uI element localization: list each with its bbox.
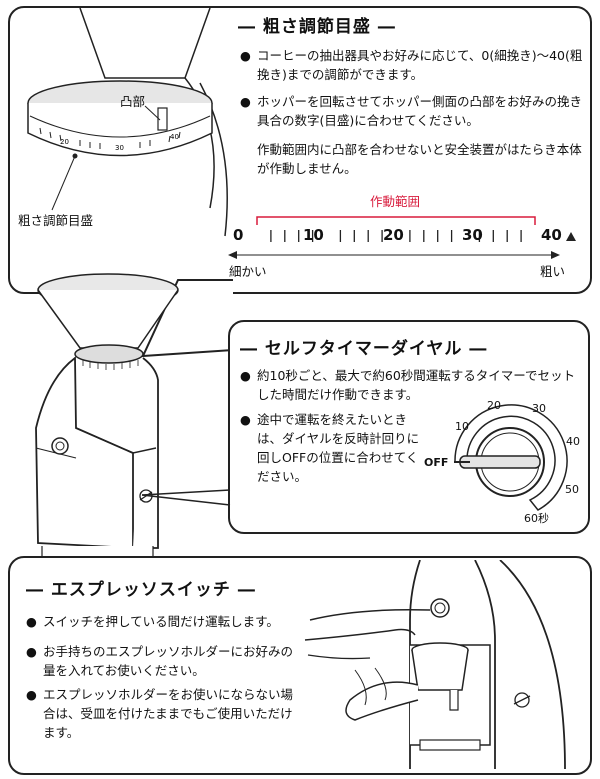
scale-callout-label: 粗さ調節目盛: [18, 213, 94, 228]
ring-number-40: 40: [170, 133, 179, 141]
ring-number-30: 30: [115, 144, 124, 152]
bullet-dot: ●: [26, 644, 37, 659]
timer-dial: [454, 404, 568, 511]
scale-label-30: 30: [462, 226, 483, 244]
bullet-dot: ●: [26, 687, 37, 702]
grind-bullet-2: ● ホッパーを回転させてホッパー側面の凸部をお好みの挽き具合の数字(目盛)に合わ…: [240, 92, 585, 130]
coarse-label: 粗い: [540, 264, 566, 279]
operating-range-label: 作動範囲: [370, 194, 421, 209]
bullet-dot: ●: [240, 48, 251, 63]
bullet-dot: ●: [26, 614, 37, 629]
espresso-bullet-3-text: エスプレッソホルダーをお使いにならない場合は、受皿を付けたままでもご使用いただけ…: [43, 687, 294, 740]
bullet-dot: ●: [240, 412, 251, 427]
ring-number-20: 20: [60, 138, 69, 146]
espresso-bullet-1: ● スイッチを押している間だけ運転します。: [26, 612, 304, 631]
grind-bullet-2-text: ホッパーを回転させてホッパー側面の凸部をお好みの挽き具合の数字(目盛)に合わせて…: [257, 94, 583, 128]
espresso-bullet-3: ● エスプレッソホルダーをお使いにならない場合は、受皿を付けたままでもご使用いた…: [26, 685, 304, 742]
timer-bullet-1-text: 約10秒ごと、最大で約60秒間運転するタイマーでセットした時間だけ作動できます。: [257, 368, 576, 402]
dial-label-30: 30: [532, 402, 546, 415]
scale-label-10: 10: [303, 226, 324, 244]
espresso-bullet-2: ● お手持ちのエスプレッソホルダーにお好みの量を入れてお使いください。: [26, 642, 304, 680]
dial-label-50: 50: [565, 483, 579, 496]
scale-label-40: 40: [541, 226, 562, 244]
dial-label-off: OFF: [424, 456, 449, 469]
espresso-heading: ― エスプレッソスイッチ ―: [26, 580, 256, 600]
dial-label-60: 60秒: [524, 512, 549, 525]
espresso-illustration: [304, 560, 566, 769]
grinder-illustration: [35, 273, 233, 564]
timer-heading: ― セルフタイマーダイヤル ―: [240, 339, 488, 359]
grind-heading: ― 粗さ調節目盛 ―: [238, 17, 396, 37]
espresso-bullet-1-text: スイッチを押している間だけ運転します。: [43, 614, 279, 629]
timer-bullet-2-text: 途中で運転を終えたいときは、ダイヤルを反時計回りに回しOFFの位置に合わせてくだ…: [257, 412, 420, 484]
fine-label: 細かい: [229, 264, 267, 279]
protrusion-label: 凸部: [120, 94, 146, 109]
dial-label-10: 10: [455, 420, 469, 433]
bullet-dot: ●: [240, 368, 251, 383]
timer-bullet-2: ● 途中で運転を終えたいときは、ダイヤルを反時計回りに回しOFFの位置に合わせて…: [240, 410, 420, 486]
bullet-dot: ●: [240, 94, 251, 109]
grind-bullet-1-text: コーヒーの抽出器具やお好みに応じて、0(細挽き)～40(粗挽き)までの調節ができ…: [257, 48, 583, 82]
grind-note: 作動範囲内に凸部を合わせないと安全装置がはたらき本体が作動しません。: [257, 142, 582, 176]
hopper-ring-illustration: 20 30 40: [27, 8, 228, 237]
dial-label-20: 20: [487, 399, 501, 412]
scale-label-0: 0: [233, 226, 244, 244]
timer-bullet-1: ● 約10秒ごと、最大で約60秒間運転するタイマーでセットした時間だけ作動できま…: [240, 366, 585, 404]
grind-scale: [228, 216, 576, 259]
scale-label-20: 20: [383, 226, 404, 244]
timer-pointer: [141, 489, 231, 506]
timer-panel: [228, 320, 590, 534]
grind-bullet-1: ● コーヒーの抽出器具やお好みに応じて、0(細挽き)～40(粗挽き)までの調節が…: [240, 46, 585, 84]
dial-label-40: 40: [566, 435, 580, 448]
espresso-bullet-2-text: お手持ちのエスプレッソホルダーにお好みの量を入れてお使いください。: [43, 644, 294, 678]
